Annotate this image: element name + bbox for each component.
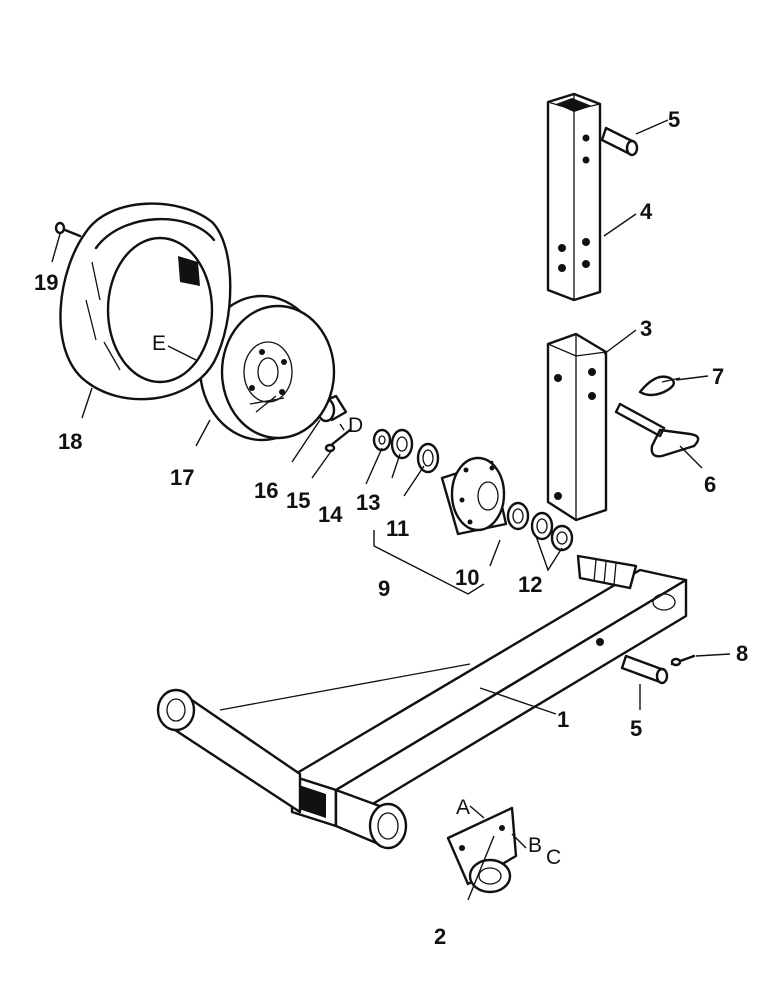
cotter-pin — [324, 428, 352, 453]
callout-14: 14 — [318, 502, 343, 527]
bearing-cup-outer — [416, 442, 440, 474]
small-pin — [670, 654, 696, 667]
callout-labels: 1 2 3 4 5 5 6 7 8 9 10 11 12 13 14 15 16… — [34, 107, 748, 949]
seal — [550, 524, 574, 552]
wheel-hub — [440, 456, 508, 536]
axle-frame — [156, 554, 688, 850]
letter-D: D — [348, 414, 363, 437]
callout-6: 6 — [704, 472, 716, 497]
hitch-pin — [614, 402, 700, 458]
letter-E: E — [152, 332, 166, 355]
letter-A: A — [456, 796, 470, 819]
callout-1: 1 — [557, 707, 569, 732]
lower-upright — [546, 332, 608, 522]
tire — [59, 202, 232, 401]
callout-18: 18 — [58, 429, 82, 454]
callout-4: 4 — [640, 199, 653, 224]
callout-15: 15 — [286, 488, 310, 513]
leader-lines — [51, 119, 731, 901]
upper-upright — [546, 92, 602, 302]
callout-13: 13 — [356, 490, 380, 515]
mounting-bracket — [446, 806, 518, 894]
callout-5-upper: 5 — [668, 107, 680, 132]
callout-10: 10 — [455, 565, 479, 590]
pin-upper — [600, 126, 639, 157]
callout-5-lower: 5 — [630, 716, 642, 741]
callout-11: 11 — [386, 516, 409, 541]
bearing-cup-inner — [506, 501, 530, 531]
bearing-cone-outer — [390, 428, 414, 460]
callout-17: 17 — [170, 465, 194, 490]
letter-B: B — [528, 834, 542, 857]
callout-9: 9 — [378, 576, 390, 601]
bearing-cone-inner — [530, 511, 554, 541]
callout-19: 19 — [34, 270, 58, 295]
letter-C: C — [546, 846, 561, 869]
callout-2: 2 — [434, 924, 446, 949]
callout-12: 12 — [518, 572, 542, 597]
callout-16: 16 — [254, 478, 278, 503]
washer — [372, 428, 392, 452]
pin-lower — [620, 654, 669, 685]
callout-8: 8 — [736, 641, 748, 666]
callout-7: 7 — [712, 364, 724, 389]
callout-3: 3 — [640, 316, 652, 341]
wheel-bolt — [54, 221, 82, 238]
reference-letters: A B C D E — [152, 332, 561, 869]
retaining-clip — [638, 375, 681, 397]
